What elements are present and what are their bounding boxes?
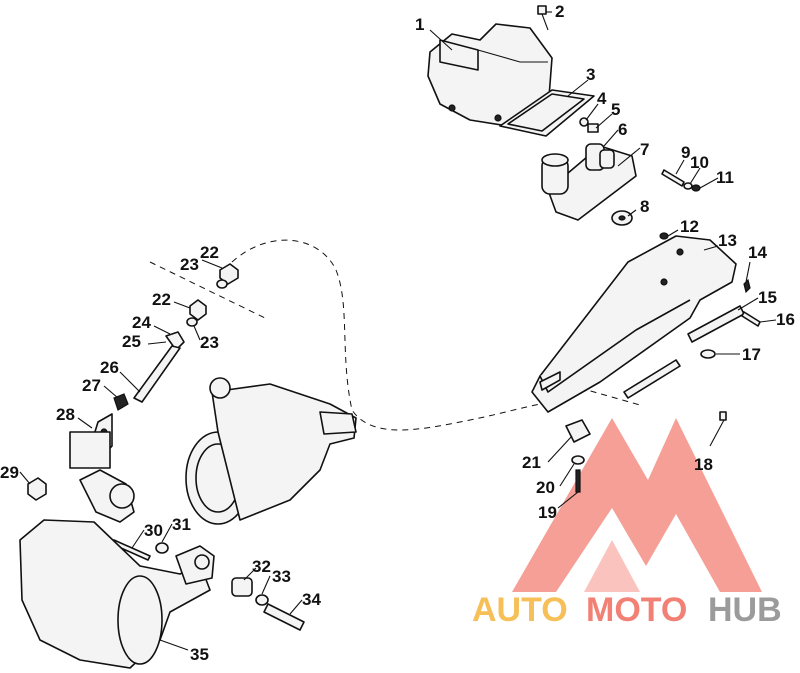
callout-18: 18 xyxy=(694,455,713,474)
watermark-word-hub: HUB xyxy=(708,591,782,629)
watermark-outer-triangle xyxy=(512,418,762,592)
callout-9: 9 xyxy=(681,143,690,162)
part-rivet-14 xyxy=(743,278,751,294)
part-washer-20 xyxy=(571,455,585,465)
callout-23-top: 23 xyxy=(180,255,199,274)
callout-33: 33 xyxy=(272,567,291,586)
callout-5: 5 xyxy=(611,100,620,119)
part-washer-23-lower xyxy=(186,317,198,327)
part-link-arm-28 xyxy=(69,413,113,469)
callout-15: 15 xyxy=(758,288,777,307)
callout-10: 10 xyxy=(690,153,709,172)
part-bolt-34 xyxy=(263,603,305,631)
part-spacer-5 xyxy=(587,123,599,133)
part-nut-12 xyxy=(659,232,669,240)
part-bushing-32 xyxy=(231,577,253,597)
part-switch-housing xyxy=(541,143,637,221)
part-nut-29 xyxy=(27,477,47,501)
callout-22-top: 22 xyxy=(200,243,219,262)
callout-2: 2 xyxy=(555,2,564,21)
callout-29: 29 xyxy=(0,463,19,482)
callout-4: 4 xyxy=(597,89,607,108)
callout-23-lower: 23 xyxy=(200,333,219,352)
callout-17: 17 xyxy=(742,345,761,364)
callout-16: 16 xyxy=(776,310,795,329)
part-washer-23-top xyxy=(216,279,228,289)
callout-28: 28 xyxy=(56,405,75,424)
part-screw-18 xyxy=(719,411,727,421)
leader-lines xyxy=(19,11,777,651)
part-bar-15 xyxy=(687,305,745,343)
callout-12: 12 xyxy=(680,217,699,236)
part-nut-22-top xyxy=(219,263,239,285)
callout-21: 21 xyxy=(522,453,541,472)
part-washer-10 xyxy=(683,182,693,190)
callout-labels: 1 2 3 4 5 6 7 8 9 10 11 12 13 14 15 16 1… xyxy=(0,2,795,664)
callout-1: 1 xyxy=(415,15,424,34)
part-grommet-8 xyxy=(611,210,633,226)
callout-32: 32 xyxy=(252,557,271,576)
callout-3: 3 xyxy=(586,65,595,84)
part-pin-16 xyxy=(741,311,761,327)
watermark-word-auto: AUTO xyxy=(472,591,568,629)
callout-20: 20 xyxy=(536,478,555,497)
callout-19: 19 xyxy=(538,503,557,522)
callout-31: 31 xyxy=(172,515,191,534)
part-washer-31 xyxy=(155,542,169,554)
callout-24: 24 xyxy=(132,313,151,332)
cable-route-dashed xyxy=(231,239,541,431)
callout-13: 13 xyxy=(718,231,737,250)
callout-25: 25 xyxy=(122,332,141,351)
part-screw-19 xyxy=(575,469,581,493)
part-gasket xyxy=(499,89,595,137)
callout-7: 7 xyxy=(640,140,649,159)
part-bolt-9 xyxy=(661,169,685,187)
part-screw-2 xyxy=(537,5,549,31)
callout-26: 26 xyxy=(100,358,119,377)
callout-27: 27 xyxy=(82,376,101,395)
part-nut-11 xyxy=(691,184,701,192)
callout-30: 30 xyxy=(144,521,163,540)
part-throttle-body xyxy=(185,377,357,525)
callout-6: 6 xyxy=(618,120,627,139)
callout-14: 14 xyxy=(748,243,767,262)
part-washer-17 xyxy=(700,349,716,359)
watermark-word-moto: MOTO xyxy=(586,591,687,629)
part-bracket xyxy=(531,235,737,413)
part-nut-22-lower xyxy=(189,299,207,321)
callout-34: 34 xyxy=(302,590,321,609)
watermark-inner-triangle xyxy=(584,540,640,592)
callout-35: 35 xyxy=(190,645,209,664)
callout-8: 8 xyxy=(640,197,649,216)
automotohub-watermark: AUTO MOTO HUB xyxy=(472,418,782,629)
part-intake-boot-35 xyxy=(19,469,215,669)
callout-22-lower: 22 xyxy=(152,290,171,309)
part-washer-33 xyxy=(255,594,269,606)
part-bolt-25 xyxy=(133,331,185,403)
part-threaded-rod xyxy=(623,359,681,399)
callout-11: 11 xyxy=(716,168,734,187)
